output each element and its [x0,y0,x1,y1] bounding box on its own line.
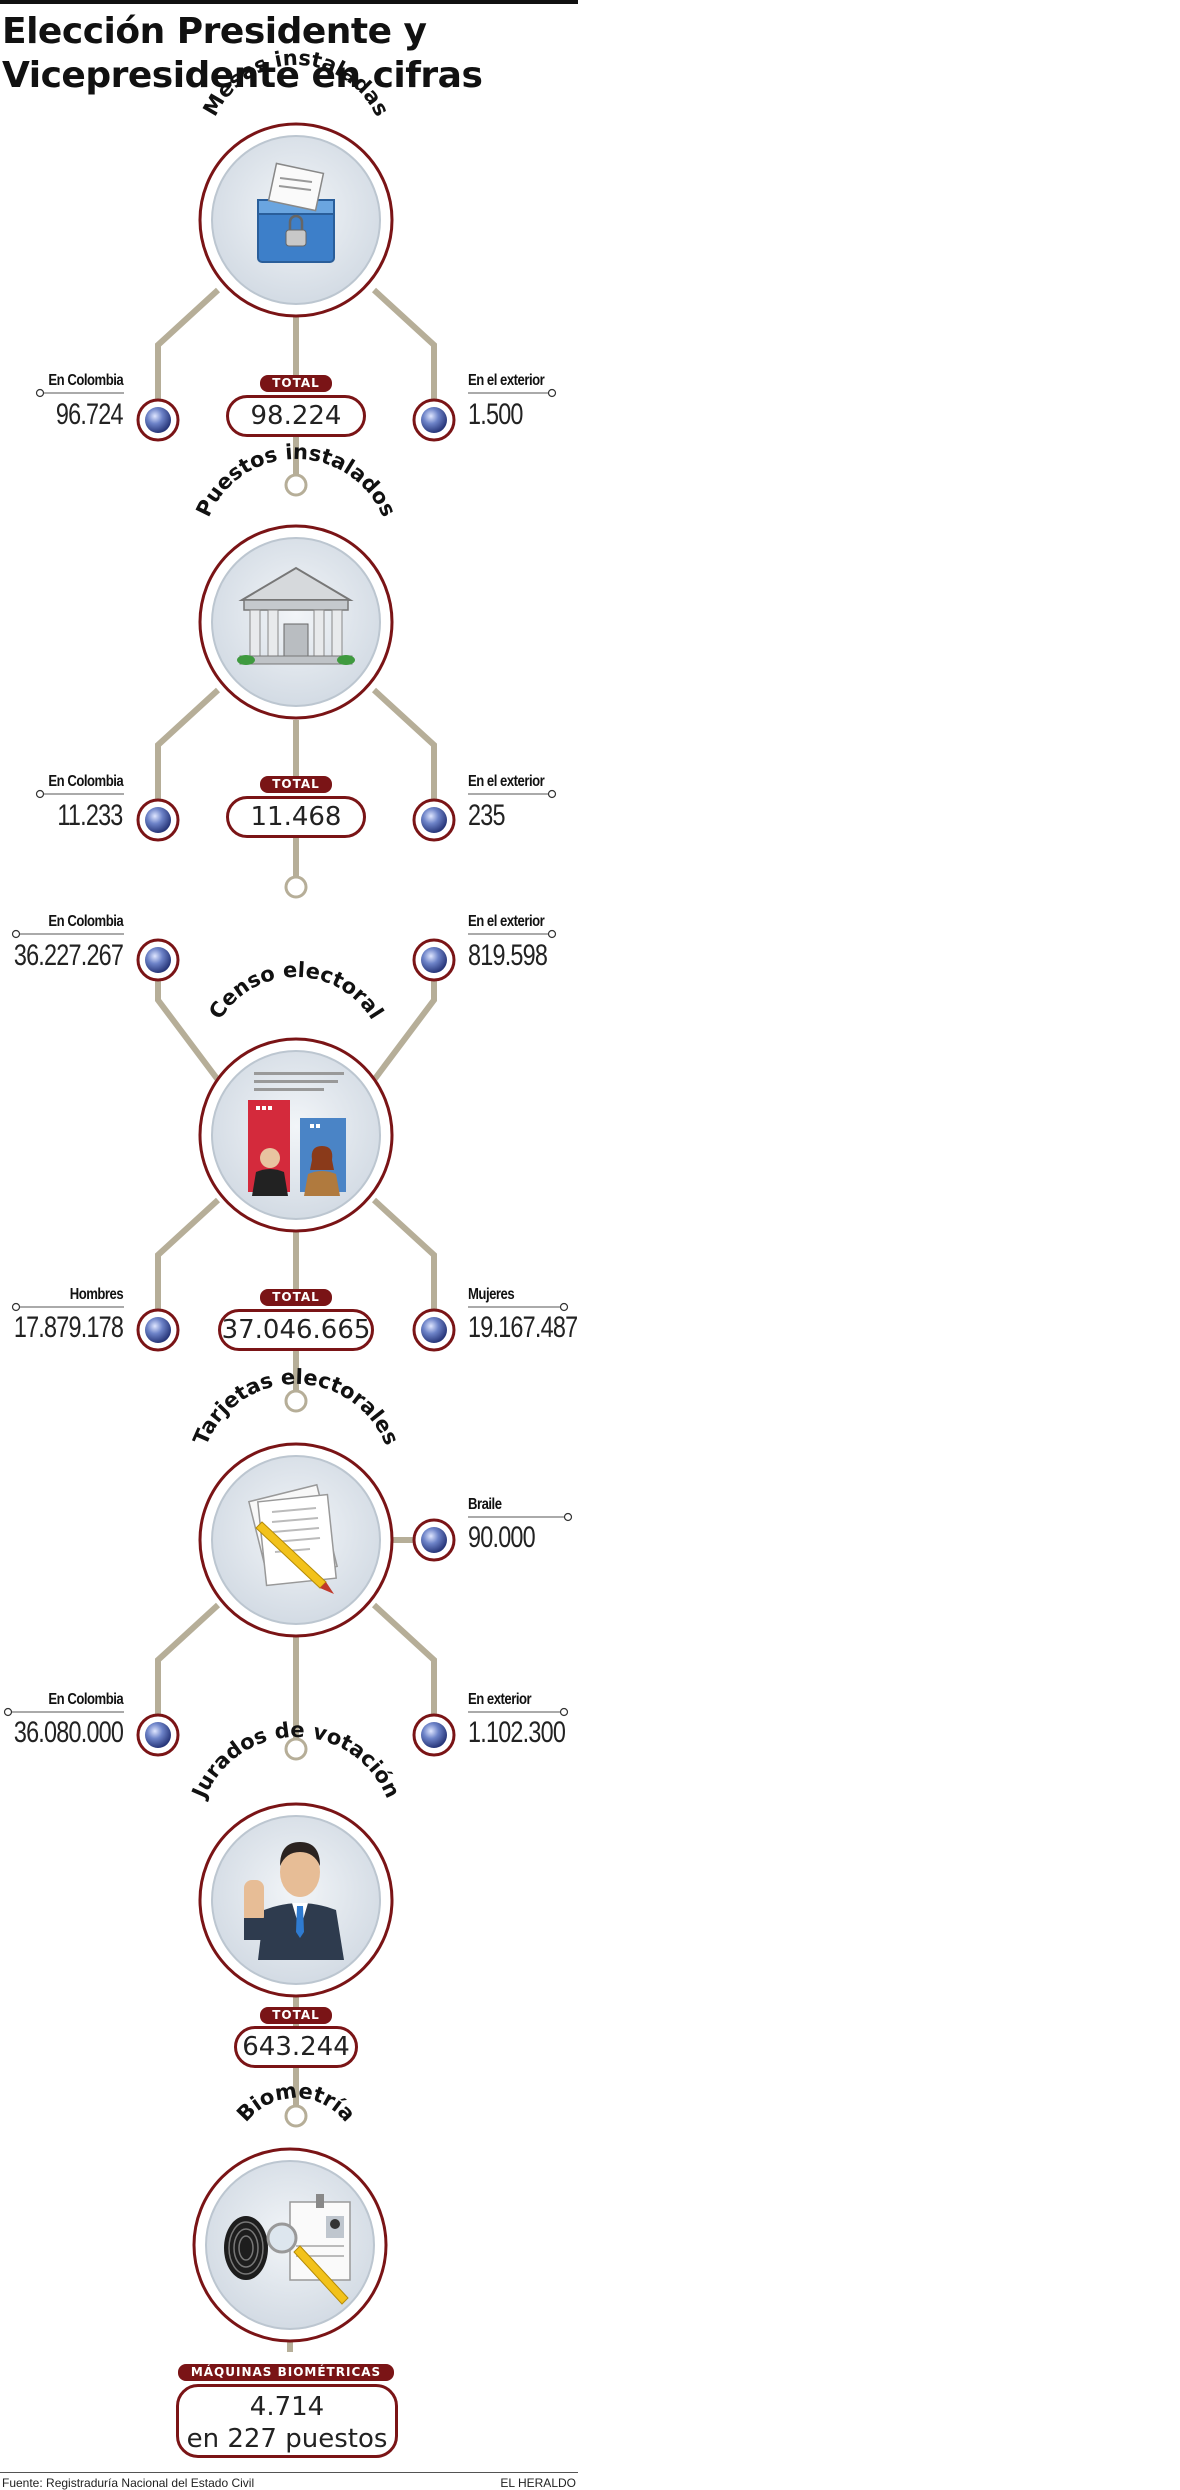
censo-total-value: 37.046.665 [218,1309,374,1351]
leader-dot-right [559,1707,569,1717]
connector-right [371,1197,437,1330]
node-ball-top-left [145,947,171,973]
leader-dot-left [35,388,45,398]
node-ball-top-right [421,947,447,973]
leader-dot-left [35,789,45,799]
tarjetas-left-label: En Colombia [48,1691,123,1708]
node-ball-left [145,1722,171,1748]
node-ball-left [145,807,171,833]
node-ball-left [145,407,171,433]
puestos-left-label: En Colombia [48,773,123,790]
biometria-value-line1: 4.714 [249,2392,325,2422]
node-ball-side [421,1527,447,1553]
connector-right [371,1602,437,1735]
tarjetas-side-value: 90.000 [468,1521,536,1554]
puestos-total-badge: TOTAL [260,776,332,793]
leader-dot-top-right [547,929,557,939]
mesas-total-badge: TOTAL [260,375,332,392]
leader-dot-side [563,1512,573,1522]
end-node [284,1737,308,1761]
ballot-box-icon [257,162,335,263]
puestos-left-value: 11.233 [57,799,124,832]
leader-dot-top-left [11,929,21,939]
jurados-total-value: 643.244 [234,2026,358,2068]
end-node [284,473,308,497]
censo-top-left-value: 36.227.267 [13,939,124,972]
title-line-2: Vicepresidente en cifras [2,55,483,96]
puestos-right-label: En el exterior [468,773,545,790]
end-node [284,2104,308,2128]
node-ball-right [421,807,447,833]
node-ball-right [421,1317,447,1343]
connector-right [371,287,437,420]
voters-icon [248,1072,346,1196]
censo-left-value: 17.879.178 [13,1311,124,1344]
leader-dot-left [3,1707,13,1717]
section-heading: Censo electoral [204,958,388,1024]
building-icon [237,566,355,665]
node-ball-right [421,407,447,433]
tarjetas-side-label: Braile [468,1496,502,1513]
icon-disc [211,1050,381,1220]
end-node [284,1389,308,1413]
leader-dot-right [547,789,557,799]
puestos-total-value: 11.468 [226,796,366,838]
censo-total-badge: TOTAL [260,1289,332,1306]
section-heading: Jurados de votación [186,1718,404,1803]
section-mesas: Mesas instaladas [35,46,557,497]
juror-icon [244,1842,344,1960]
mesas-total-value: 98.224 [226,395,366,437]
jurados-total-badge: TOTAL [260,2007,332,2024]
censo-top-left-label: En Colombia [48,913,123,930]
leader-dot-left [11,1302,21,1312]
censo-right-label: Mujeres [468,1286,515,1303]
biometria-badge: MÁQUINAS BIOMÉTRICAS [178,2364,394,2381]
biometria-value-box: 4.714 en 227 puestos [176,2384,398,2458]
node-ball-left [145,1317,171,1343]
tarjetas-left-value: 36.080.000 [13,1716,124,1749]
censo-right-value: 19.167.487 [468,1311,578,1344]
top-rule [0,0,578,4]
mesas-right-label: En el exterior [468,372,545,389]
biometria-value-line2: en 227 puestos [186,2424,388,2454]
connector-left [155,1197,221,1330]
leader-dot-right [559,1302,569,1312]
end-node [284,875,308,899]
footer-brand: EL HERALDO [500,2476,576,2490]
node-ball-right [421,1722,447,1748]
section-heading: Mesas instaladas [198,46,393,120]
section-censo: Censo electoral [11,929,569,1413]
tarjetas-right-value: 1.102.300 [468,1716,566,1749]
tarjetas-right-label: En exterior [468,1691,532,1708]
mesas-left-value: 96.724 [56,398,124,431]
mesas-left-label: En Colombia [48,372,123,389]
connector-left [155,687,221,820]
connector-right [371,687,437,820]
puestos-right-value: 235 [468,799,505,832]
connector-left [155,287,221,420]
fingerprint-icon [224,2194,351,2305]
connector-left [155,1602,221,1735]
censo-left-label: Hombres [69,1286,124,1303]
footer-source: Fuente: Registraduría Nacional del Estad… [2,2476,255,2490]
censo-top-right-value: 819.598 [468,939,548,972]
section-biometria: Biometría [192,2078,388,2352]
leader-dot-right [547,388,557,398]
censo-top-right-label: En el exterior [468,913,545,930]
page-title: Elección Presidente y Vicepresidente en … [2,10,562,98]
footer-rule [0,2472,578,2473]
ballot-card-icon [247,1483,339,1594]
icon-disc [211,537,381,707]
mesas-right-value: 1.500 [468,398,523,431]
title-line-1: Elección Presidente y [2,11,427,52]
